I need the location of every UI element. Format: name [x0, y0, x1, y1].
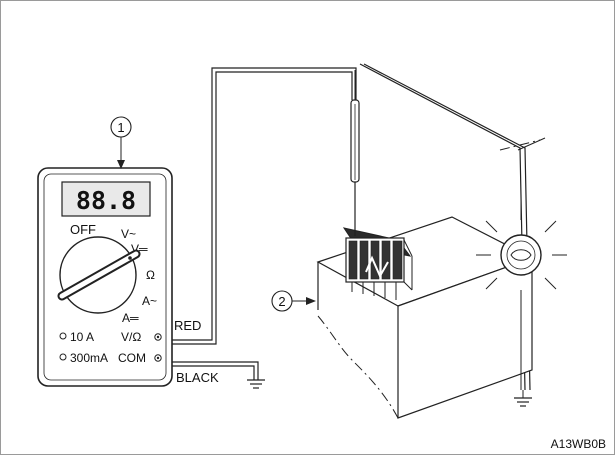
display-reading: 88.8 [76, 186, 136, 215]
wall-ground-symbol [514, 390, 532, 407]
jack-com-label: COM [118, 351, 146, 365]
figure-code: A13WB0B [551, 437, 606, 451]
connector-block [316, 216, 534, 419]
dial-vac-label: V~ [121, 227, 136, 241]
jack-vohm-label: V/Ω [121, 330, 141, 344]
jack-300ma[interactable] [59, 353, 67, 361]
connector-plug [342, 227, 413, 300]
black-lead-label: BLACK [176, 370, 219, 385]
red-probe [160, 67, 360, 345]
dial-off-label: OFF [70, 222, 96, 237]
multimeter: 88.8 OFF V~ V═ Ω A~ A═ 10 A V/Ω 300mA CO… [37, 167, 173, 387]
callout-1-number: 1 [117, 120, 124, 135]
lcd-display [61, 181, 151, 217]
callout-1: 1 [110, 116, 132, 169]
jack-10a-label: 10 A [70, 330, 94, 344]
lamp [476, 198, 567, 390]
lead-ground-symbol [247, 379, 265, 389]
dial-adc-label: A═ [122, 311, 139, 325]
callout-2: 2 [271, 290, 316, 312]
jack-10a[interactable] [59, 332, 67, 340]
callout-2-number: 2 [278, 294, 285, 309]
jack-300ma-label: 300mA [70, 351, 108, 365]
black-lead [158, 361, 259, 380]
red-lead-label: RED [174, 318, 201, 333]
dial-aac-label: A~ [142, 294, 157, 308]
dial-ohm-label: Ω [146, 268, 155, 282]
